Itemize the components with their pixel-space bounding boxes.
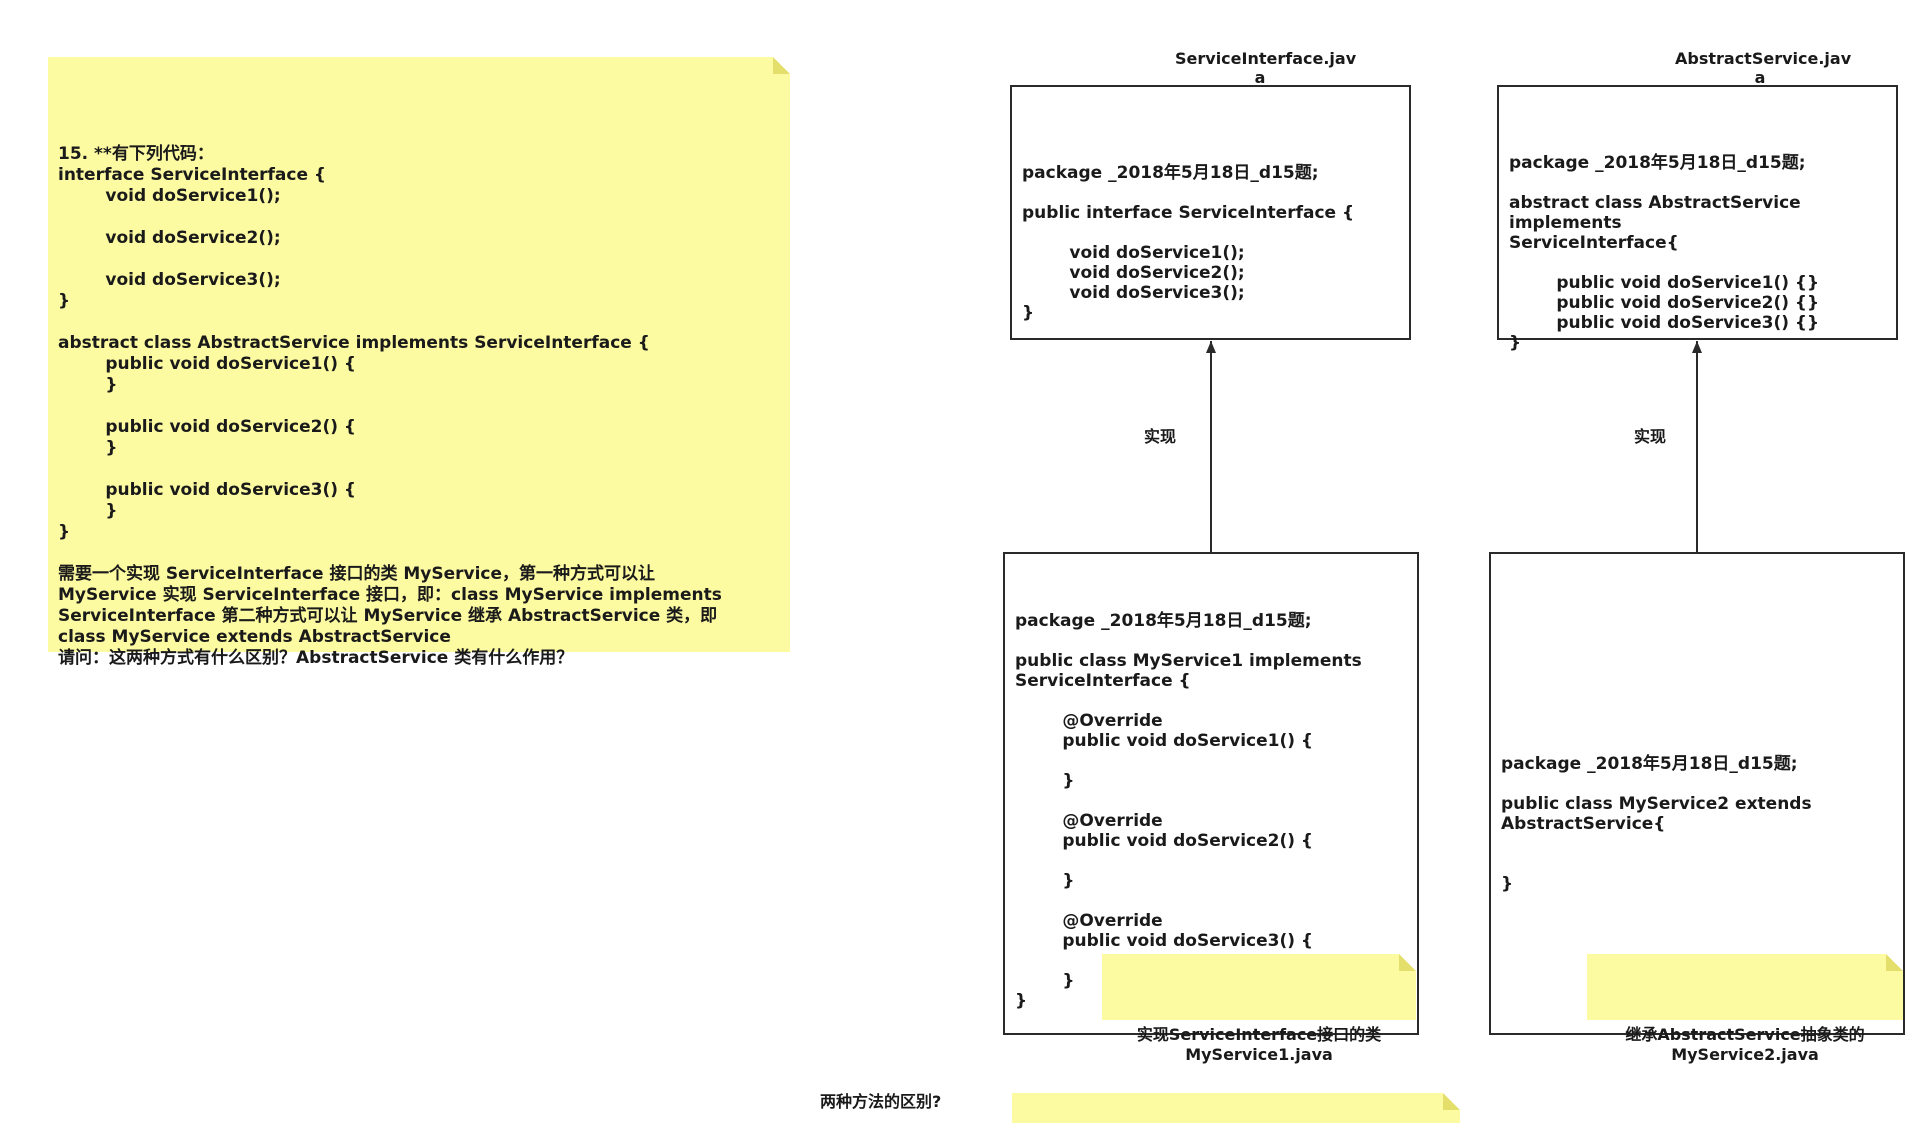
my-service1-note-text: 实现ServiceInterface接口的类 MyService1.java [1136, 1025, 1382, 1064]
my-service2-note[interactable]: 继承AbstractService抽象类的 MyService2.java [1587, 954, 1903, 1064]
my-service2-note-text: 继承AbstractService抽象类的 MyService2.java [1625, 1025, 1865, 1064]
abstract-service-class-box[interactable]: package _2018年5月18日_d15题; abstract class… [1497, 85, 1898, 353]
answer-note[interactable] [1012, 1093, 1460, 1123]
note-fold-corner [1399, 954, 1416, 971]
my-service1-note[interactable]: 实现ServiceInterface接口的类 MyService1.java [1102, 954, 1416, 1064]
my-service2-code: package _2018年5月18日_d15题; public class M… [1501, 754, 1812, 894]
service-interface-class-box[interactable]: package _2018年5月18日_d15题; public interfa… [1010, 85, 1411, 340]
note-fold-corner [773, 57, 790, 74]
my-service1-code: package _2018年5月18日_d15题; public class M… [1015, 611, 1362, 1011]
implements-label-right: 实现 [1633, 427, 1666, 446]
difference-question-label: 两种方法的区别? [820, 1092, 942, 1111]
abstract-service-code: package _2018年5月18日_d15题; abstract class… [1509, 153, 1820, 353]
abstract-service-title: AbstractService.jav a [1675, 49, 1852, 87]
question-note[interactable]: 15. **有下列代码： interface ServiceInterface … [48, 57, 790, 668]
note-fold-corner [1886, 954, 1903, 971]
implements-label-left: 实现 [1143, 427, 1176, 446]
service-interface-title: ServiceInterface.jav a [1175, 49, 1357, 87]
note-fold-corner [1443, 1093, 1460, 1110]
service-interface-code: package _2018年5月18日_d15题; public interfa… [1022, 163, 1355, 323]
question-text: 15. **有下列代码： interface ServiceInterface … [58, 144, 722, 668]
